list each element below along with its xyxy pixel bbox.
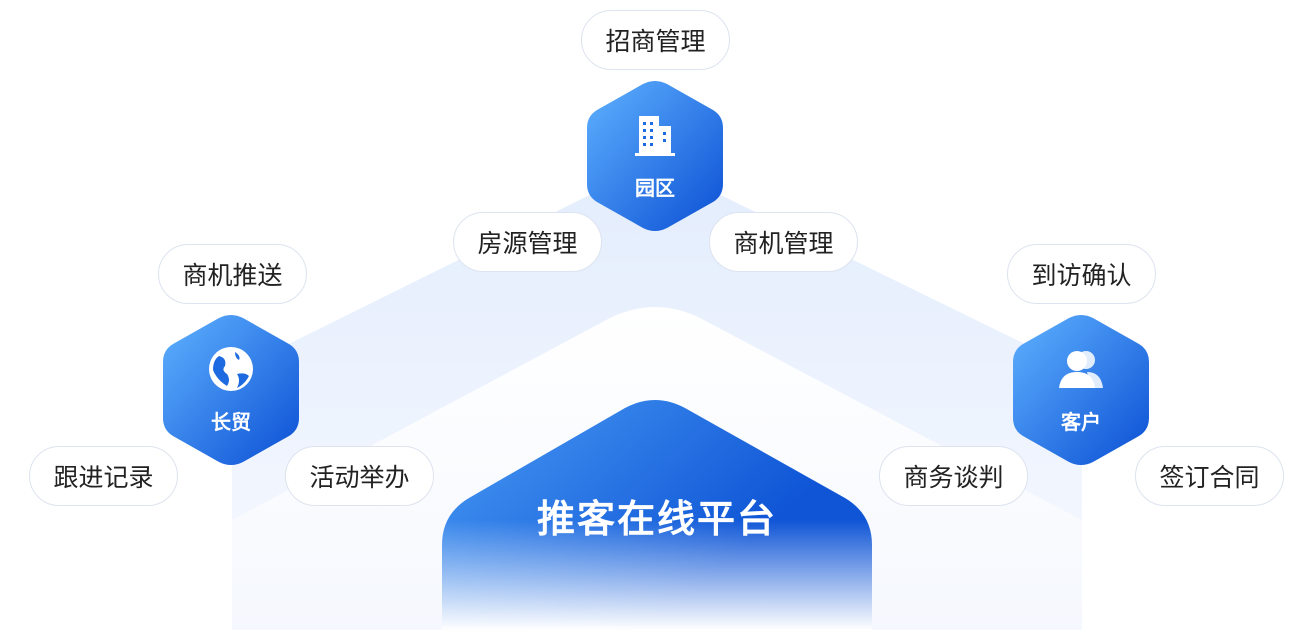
node-customer[interactable]: 客户 [1013,314,1149,466]
tag-negotiation[interactable]: 商务谈判 [879,446,1028,506]
tag-opportunity-mgmt[interactable]: 商机管理 [709,212,858,272]
node-park-label: 园区 [635,176,675,200]
tag-follow-record[interactable]: 跟进记录 [29,446,178,506]
users-icon [1059,351,1103,388]
node-customer-label: 客户 [1061,410,1101,434]
node-park[interactable]: 园区 [587,80,723,232]
globe-icon [209,347,253,391]
node-trade-label: 长贸 [211,410,251,434]
tag-recruit[interactable]: 招商管理 [581,10,730,70]
tag-event[interactable]: 活动举办 [285,446,434,506]
building-icon [635,116,675,156]
tag-housing[interactable]: 房源管理 [453,212,602,272]
tag-opportunity-push[interactable]: 商机推送 [158,244,307,304]
tag-visit-confirm[interactable]: 到访确认 [1007,244,1156,304]
node-trade[interactable]: 长贸 [163,314,299,466]
platform-title: 推客在线平台 [536,497,777,541]
tag-contract[interactable]: 签订合同 [1135,446,1284,506]
